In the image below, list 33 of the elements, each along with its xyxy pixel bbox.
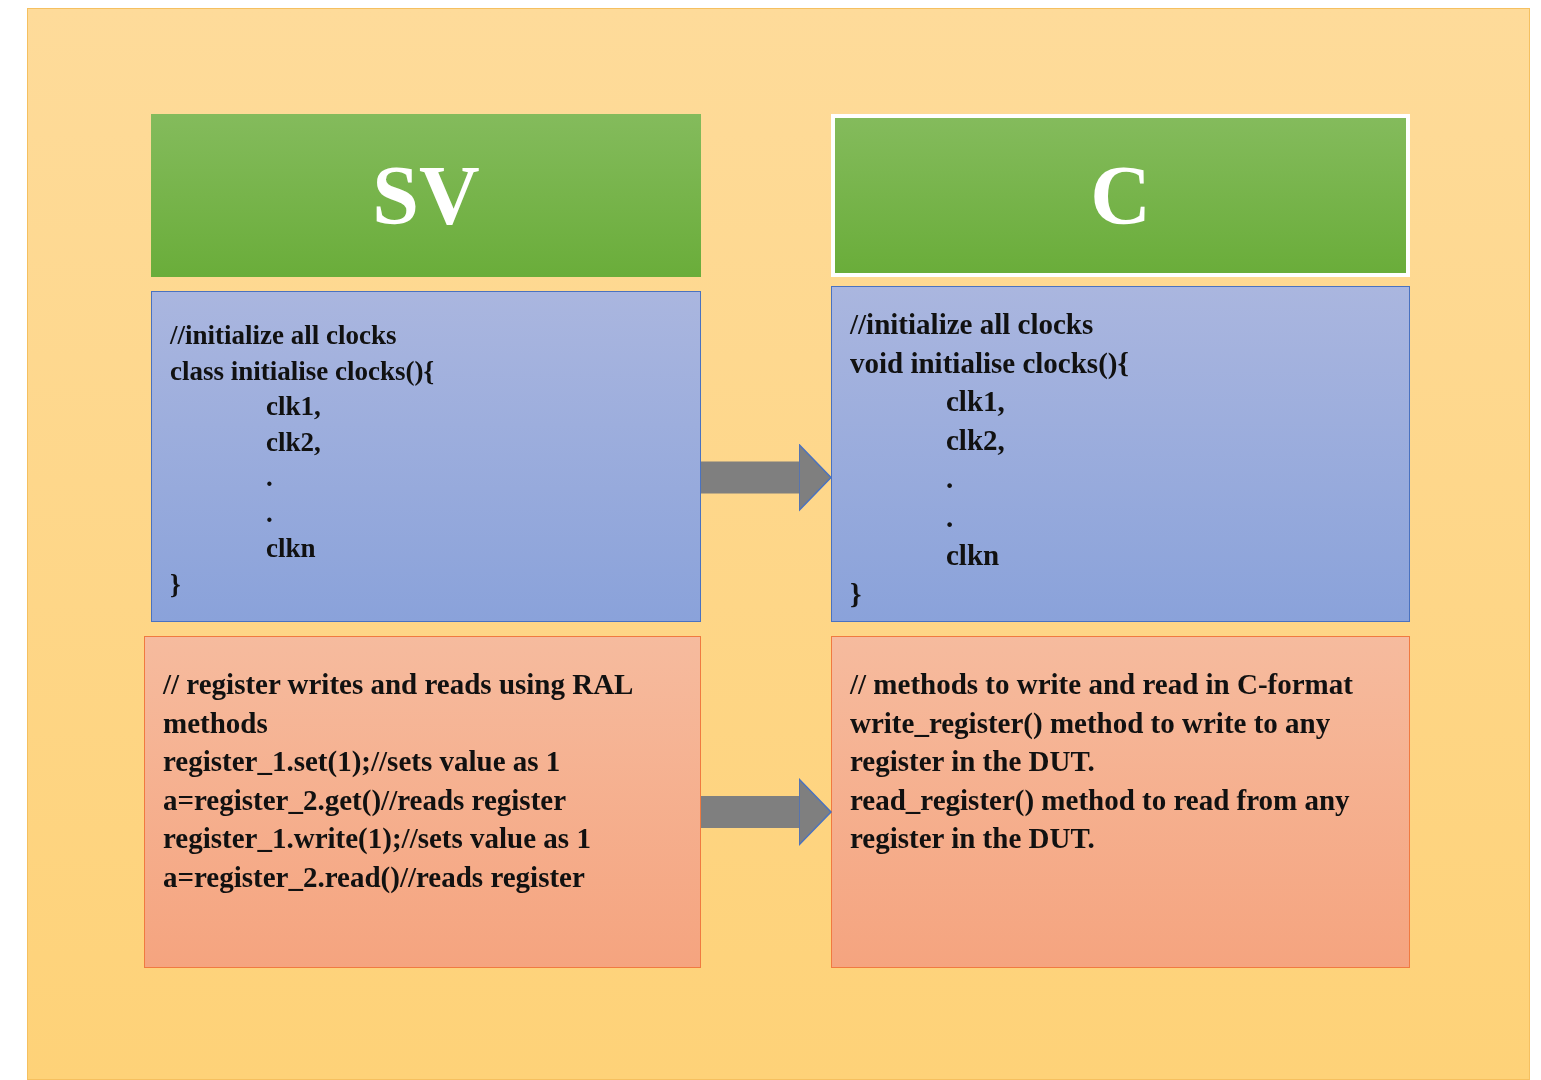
note-text: // methods to write and read in C-format bbox=[850, 667, 1353, 702]
code-line: //initialize all clocks bbox=[170, 319, 397, 352]
note-text: read_register() method to read from any register in the DUT. bbox=[850, 782, 1351, 857]
header-box bbox=[151, 114, 701, 277]
code-line: a=register_2.get()//reads register bbox=[163, 782, 567, 818]
code-line: . bbox=[946, 499, 954, 535]
code-line: //initialize all clocks bbox=[850, 307, 1094, 342]
header-title: C bbox=[1090, 148, 1151, 244]
code-box bbox=[144, 636, 701, 968]
code-line: . bbox=[266, 496, 273, 530]
code-line: register_1.set(1);//sets value as 1 bbox=[163, 744, 561, 780]
code-line: clk2, bbox=[266, 425, 321, 459]
code-line: clk1, bbox=[946, 384, 1005, 419]
code-line: } bbox=[170, 567, 181, 601]
code-line: clkn bbox=[946, 538, 1000, 573]
code-line: a=register_2.read()//reads register bbox=[163, 859, 585, 895]
code-line: } bbox=[850, 576, 862, 612]
code-line: . bbox=[946, 461, 954, 496]
block-arrow bbox=[701, 778, 832, 846]
code-line: . bbox=[266, 461, 273, 494]
code-box bbox=[151, 291, 701, 622]
note-box bbox=[831, 636, 1410, 968]
note-text: write_register() method to write to any register in the DUT. bbox=[850, 705, 1332, 780]
code-line: class initialise clocks(){ bbox=[170, 354, 435, 388]
header-box bbox=[831, 114, 1410, 277]
code-box bbox=[831, 286, 1410, 622]
code-line: clk1, bbox=[266, 390, 321, 423]
code-line: clk2, bbox=[946, 422, 1005, 458]
block-arrow bbox=[701, 443, 832, 512]
code-line: void initialise clocks(){ bbox=[850, 345, 1129, 381]
code-line: register_1.write(1);//sets value as 1 bbox=[163, 821, 591, 857]
header-title: SV bbox=[372, 148, 480, 244]
code-line: clkn bbox=[266, 532, 316, 565]
